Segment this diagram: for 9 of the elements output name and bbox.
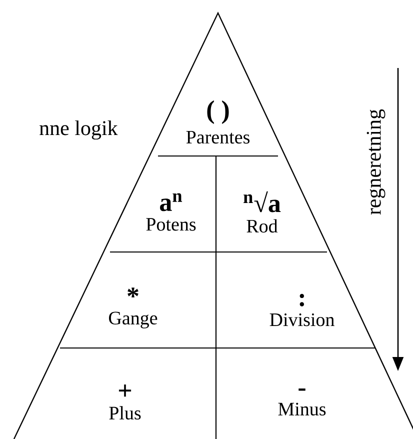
operation-cell: + Plus <box>109 384 141 420</box>
operation-cell: a$^{n}$ Potens <box>146 193 196 231</box>
operation-cell: * Gange <box>109 288 158 328</box>
text-fragment: nne logik <box>40 120 118 140</box>
operation-cell: ( ) Parentes <box>186 100 250 144</box>
direction-label: regneretning <box>366 109 386 215</box>
operation-cell: : Division <box>270 294 334 326</box>
operation-cell: $^{n}$√a Rod <box>244 191 281 233</box>
operation-cell: - Minus <box>278 388 326 416</box>
